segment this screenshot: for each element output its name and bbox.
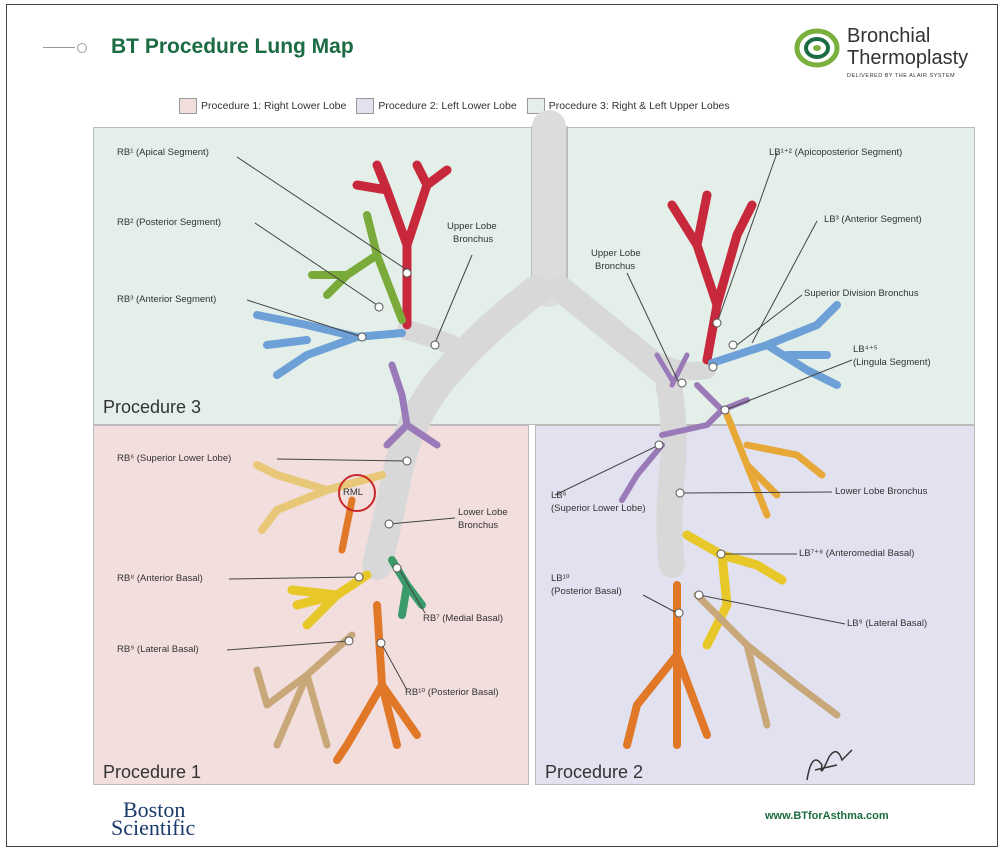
marker-upper-left — [678, 379, 686, 387]
marker-rb8 — [355, 573, 363, 581]
label-rb1: RB¹ (Apical Segment) — [117, 147, 209, 159]
label-lb9: LB⁹ (Lateral Basal) — [847, 618, 927, 630]
label-lb10-2: (Posterior Basal) — [551, 586, 622, 598]
label-lower-lobe-right-1: Lower Lobe — [458, 507, 508, 519]
panel-label-procedure3: Procedure 3 — [103, 397, 201, 418]
panel-label-procedure1: Procedure 1 — [103, 762, 201, 783]
bottom-fade — [7, 843, 997, 847]
panel-label-procedure2: Procedure 2 — [545, 762, 643, 783]
leader-upper-right — [435, 255, 472, 343]
label-lb6-2: (Superior Lower Lobe) — [551, 503, 646, 515]
marker-rb6 — [403, 457, 411, 465]
label-rml: RML — [343, 487, 363, 499]
marker-lb10 — [675, 609, 683, 617]
marker-rb1 — [403, 269, 411, 277]
rb3-branch — [257, 315, 402, 375]
label-lb10-1: LB¹⁰ — [551, 573, 570, 585]
rb10-branch — [337, 605, 417, 760]
artist-signature — [807, 750, 852, 780]
leader-rb9 — [227, 641, 349, 650]
marker-lb12 — [713, 319, 721, 327]
label-lb3: LB³ (Anterior Segment) — [824, 214, 922, 226]
lung-map-slide: BT Procedure Lung Map Bronchial Thermopl… — [6, 4, 998, 847]
rb8-branch — [292, 575, 367, 625]
lingula-branch — [697, 385, 747, 425]
label-lb45-1: LB⁴⁺⁵ — [853, 344, 878, 356]
boston-scientific-logo: Boston Scientific — [111, 801, 195, 837]
marker-rb3 — [358, 333, 366, 341]
marker-lb3 — [729, 341, 737, 349]
label-upper-lobe-right-1: Upper Lobe — [447, 221, 497, 233]
marker-rb10 — [377, 639, 385, 647]
marker-rb9 — [345, 637, 353, 645]
label-lower-lobe-right-2: Bronchus — [458, 520, 498, 532]
marker-lower-left — [676, 489, 684, 497]
right-upper-lobe-bronchus — [407, 330, 452, 345]
label-rb9: RB⁹ (Lateral Basal) — [117, 644, 199, 656]
rb9-branch — [257, 635, 352, 745]
lb12-branch — [672, 195, 752, 360]
marker-lb78 — [717, 550, 725, 558]
marker-superior — [709, 363, 717, 371]
marker-lower-right — [385, 520, 393, 528]
label-rb6: RB⁶ (Superior Lower Lobe) — [117, 453, 231, 465]
label-superior-division: Superior Division Bronchus — [804, 288, 919, 300]
leader-rb8 — [229, 577, 359, 579]
label-upper-lobe-left-1: Upper Lobe — [591, 248, 641, 260]
label-rb10: RB¹⁰ (Posterior Basal) — [405, 687, 499, 699]
leader-lower-left — [680, 492, 832, 493]
rb2-branch — [312, 215, 402, 320]
marker-lb9 — [695, 591, 703, 599]
left-lower-orange — [727, 415, 822, 515]
marker-rb7 — [393, 564, 401, 572]
label-lb6-1: LB⁶ — [551, 490, 567, 502]
marker-lb6 — [655, 441, 663, 449]
label-rb7: RB⁷ (Medial Basal) — [423, 613, 503, 625]
label-rb3: RB³ (Anterior Segment) — [117, 294, 216, 306]
lb10-branch — [627, 585, 707, 745]
company-line2: Scientific — [111, 819, 195, 837]
lb9-branch — [697, 595, 837, 725]
label-lb45-2: (Lingula Segment) — [853, 357, 931, 369]
label-rb8: RB⁸ (Anterior Basal) — [117, 573, 203, 585]
marker-rb2 — [375, 303, 383, 311]
marker-lb45 — [721, 406, 729, 414]
left-main-bronchus — [562, 290, 674, 565]
leader-lb12 — [717, 153, 777, 323]
label-lb78: LB⁷⁺⁸ (Anteromedial Basal) — [799, 548, 914, 560]
website-link[interactable]: www.BTforAsthma.com — [765, 810, 889, 822]
rml-branch — [257, 465, 382, 530]
bronchial-tree-illustration — [7, 5, 997, 846]
marker-upper-right — [431, 341, 439, 349]
label-rb2: RB² (Posterior Segment) — [117, 217, 221, 229]
label-lb12: LB¹⁺² (Apicoposterior Segment) — [769, 147, 902, 159]
label-upper-lobe-right-2: Bronchus — [453, 234, 493, 246]
label-upper-lobe-left-2: Bronchus — [595, 261, 635, 273]
leader-lb10 — [643, 595, 677, 613]
label-lower-lobe-left: Lower Lobe Bronchus — [835, 486, 927, 498]
